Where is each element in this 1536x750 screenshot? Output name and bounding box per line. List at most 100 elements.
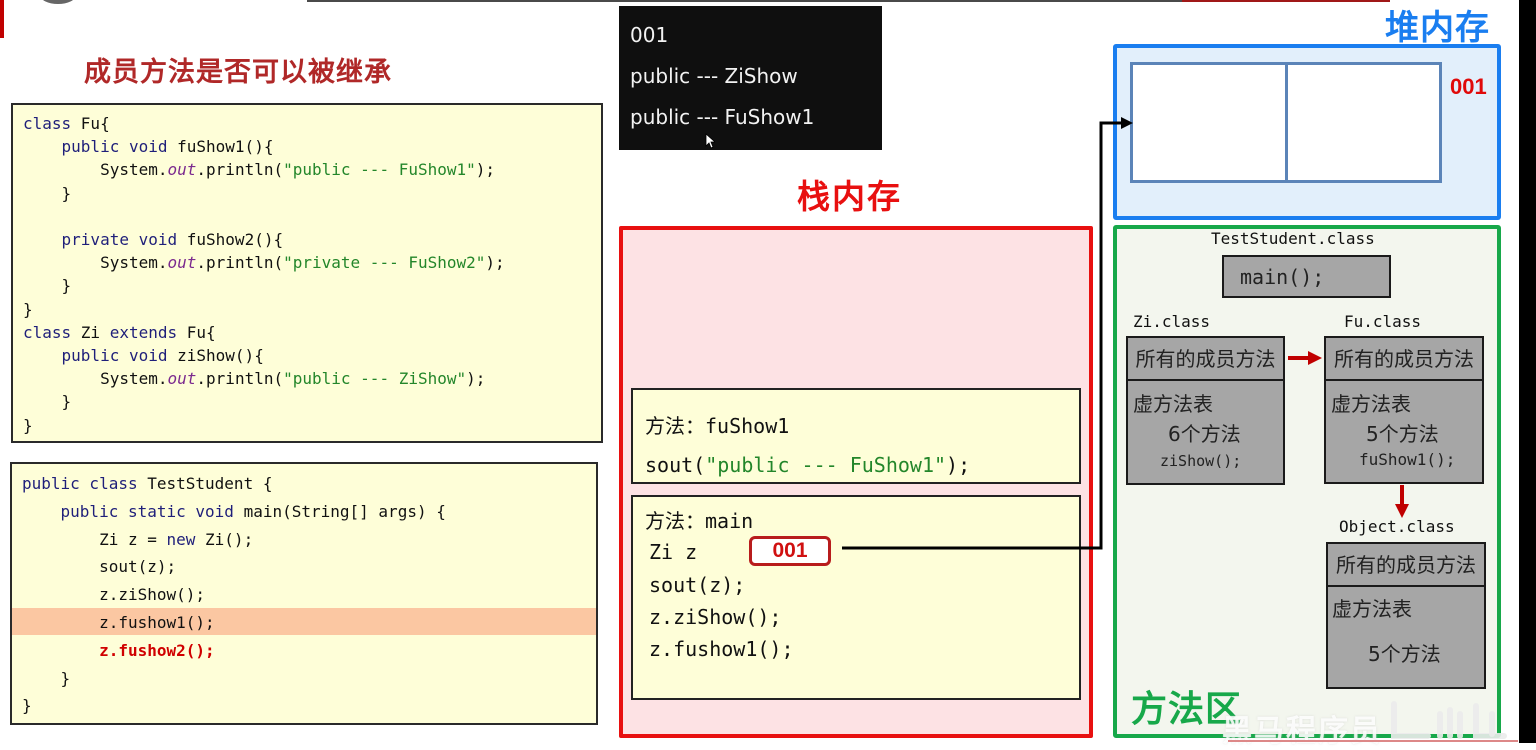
code-token: fuShow1(){ [177,137,274,157]
highlighted-line [12,608,596,635]
code-token: Fu{ [80,114,110,133]
stack-memory-title: 栈内存 [797,177,902,216]
code-line: public static void main(String[] args) { [22,500,446,523]
code-line: } [23,414,33,437]
code-token: "private --- FuShow2" [283,253,486,273]
fu-vtable-title: 虚方法表 [1331,392,1411,416]
code-token: System. [23,253,168,273]
code-token: Zi(); [205,529,254,549]
zi-vtable-method: ziShow(); [1160,452,1242,470]
class-label-fu: Fu.class [1344,312,1422,331]
main-method-label: main(); [1240,265,1325,289]
code-line: } [22,694,32,717]
console-output: 001 public --- ZiShow public --- FuShow1 [619,6,882,150]
code-token: public static void [22,501,244,521]
console-line: public --- FuShow1 [630,105,815,129]
code-line: } [23,390,72,413]
code-token: main(String[] args) { [243,501,446,521]
code-token: z.fushow2(); [22,640,215,660]
fu-members: 所有的成员方法 [1326,338,1482,381]
code-token: System. [23,160,168,180]
zi-members: 所有的成员方法 [1128,338,1283,381]
code-line: z.fushow1(); [22,611,215,634]
class-label-zi: Zi.class [1133,312,1211,331]
heap-object-cell-right [1285,62,1442,183]
bilibili-logo-icon [1391,701,1507,739]
code-token: ); [466,369,486,389]
reference-value-box: 001 [749,536,831,566]
code-line: z.ziShow(); [22,583,205,606]
code-token: } [22,668,71,688]
code-line: System.out.println("private --- FuShow2"… [23,251,505,274]
code-token: "public --- ZiShow" [283,369,467,389]
code-token: new [166,529,206,549]
code-token: ziShow(){ [177,346,264,365]
code-token: .println( [196,253,284,273]
left-accent-bar [0,0,4,38]
object-vtable-title: 虚方法表 [1332,597,1412,621]
code-token: class [23,322,81,342]
code-token: z.fushow1(); [22,613,215,632]
code-token: sout(z); [22,557,177,577]
code-token: private void [23,230,187,249]
slide-title: 成员方法是否可以被继承 [84,57,392,88]
code-line: class Fu{ [23,112,110,135]
code-token: } [22,696,32,716]
code-token: } [23,183,72,203]
object-class-box: 所有的成员方法 虚方法表 5个方法 [1326,542,1486,689]
code-token: TestStudent { [147,474,273,493]
code-token: out [167,160,197,180]
console-line: 001 [630,23,669,47]
code-token: out [167,369,197,389]
code-token: Fu{ [186,322,216,342]
reference-arrow [842,117,1133,550]
code-line: public void fuShow1(){ [23,135,274,158]
code-line: } [23,182,72,205]
code-line: public void ziShow(){ [23,344,264,367]
code-panel-main: public class TestStudent { public static… [10,462,598,725]
zi-method-count: 6个方法 [1168,422,1241,446]
code-line: } [23,298,33,321]
stmt-string: "public --- FuShow1" [705,453,947,477]
zi-vtable-title: 虚方法表 [1133,392,1213,416]
heap-memory-title: 堆内存 [1385,8,1490,48]
stmt-prefix: sout( [645,453,706,477]
code-line: private void fuShow2(){ [23,228,284,251]
code-token: } [23,299,33,319]
class-label-teststudent: TestStudent.class [1211,229,1375,248]
frame-header: 方法：fuShow1 [645,414,790,438]
watermark-text: 黑马程序员 [1222,714,1382,749]
code-line: System.out.println("public --- ZiShow"); [23,367,485,390]
code-token: } [23,415,33,435]
method-area-title: 方法区 [1131,689,1243,730]
fu-vtable-method: fuShow1(); [1359,450,1456,469]
stack-frame-fushow1: 方法：fuShow1 sout("public --- FuShow1"); [631,388,1081,484]
frame-line: z.ziShow(); [649,605,782,629]
zi-class-box: 所有的成员方法 虚方法表 6个方法 ziShow(); [1126,336,1285,485]
code-line: sout(z); [22,555,176,578]
code-panel-classes: class Fu{ public void fuShow1(){ System.… [11,103,603,443]
code-token: } [23,392,72,412]
code-token: public class [22,474,148,493]
fu-to-object-arrow [1395,485,1409,518]
code-token: System. [23,369,168,389]
code-line: class Zi extends Fu{ [23,321,216,344]
heap-object-address: 001 [1450,74,1487,99]
zi-to-fu-arrow [1288,351,1322,365]
code-token: class [23,114,81,133]
top-border-red [1182,0,1390,2]
code-token: ); [475,160,496,180]
code-token: public void [23,346,178,365]
right-edge-bar [1519,0,1536,743]
object-method-count: 5个方法 [1368,642,1441,666]
code-token: fuShow2(){ [186,230,284,249]
code-token: "public --- FuShow1" [283,160,476,180]
code-token: } [23,276,72,296]
top-border-gray [307,0,1182,2]
frame-line: z.fushow1(); [649,637,794,661]
code-line: System.out.println("public --- FuShow1")… [23,158,495,181]
console-line: public --- ZiShow [630,64,798,88]
mouse-cursor-icon [705,133,715,149]
code-line: public class TestStudent { [22,472,272,495]
